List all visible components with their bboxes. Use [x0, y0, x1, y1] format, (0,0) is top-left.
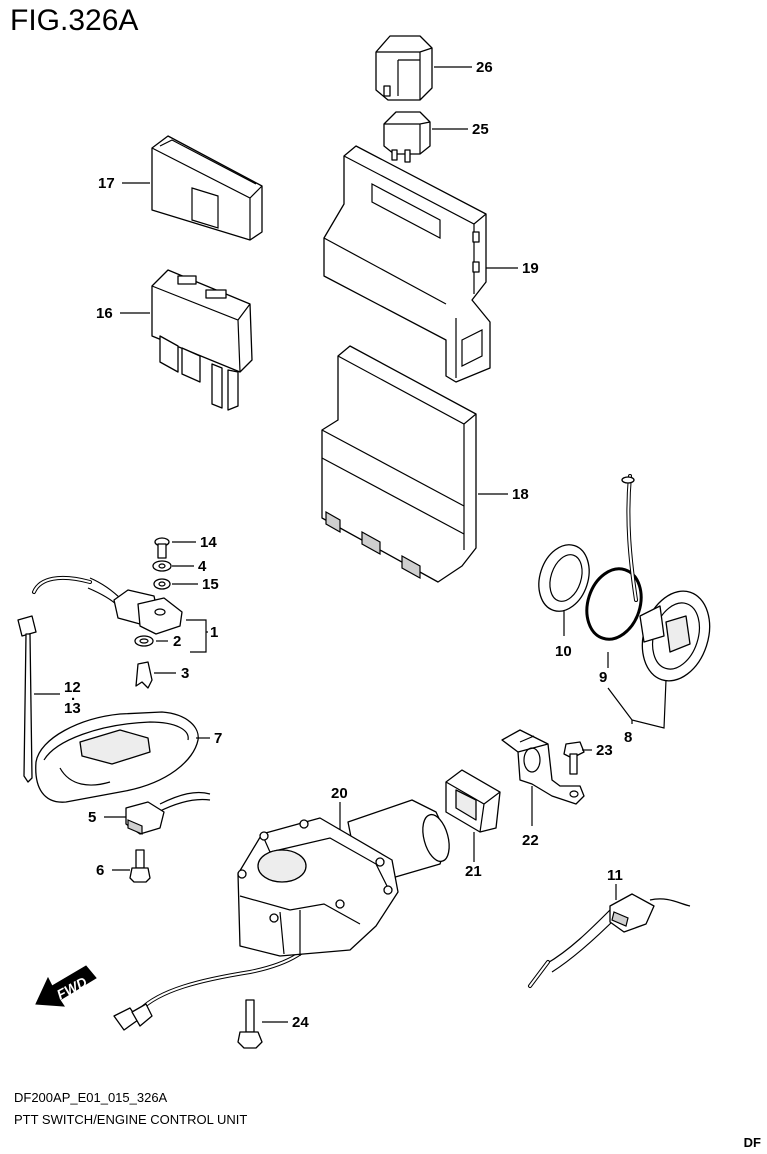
part-26-relay[interactable]: [375, 35, 433, 101]
part-9-o-ring[interactable]: [578, 562, 650, 647]
part-4-washer[interactable]: [152, 560, 172, 572]
part-25-relay[interactable]: [383, 111, 431, 163]
callout-11: 11: [607, 867, 623, 884]
callout-4: 4: [198, 558, 207, 575]
callout-dot: ·: [71, 691, 76, 708]
part-14-bolt[interactable]: [154, 537, 170, 559]
part-23-bolt[interactable]: [563, 741, 585, 775]
part-2-o-ring[interactable]: [134, 635, 154, 647]
part-22-bracket[interactable]: [501, 729, 585, 805]
part-16-junction-box[interactable]: [151, 269, 253, 411]
part-10-bezel[interactable]: [531, 538, 598, 618]
part-3-clip[interactable]: [135, 661, 153, 689]
callout-16: 16: [96, 305, 113, 322]
callout-22: 22: [522, 832, 539, 849]
figure-code: DF200AP_E01_015_326A: [14, 1090, 168, 1105]
part-15-washer[interactable]: [153, 578, 171, 590]
callout-20: 20: [331, 785, 348, 802]
part-17-cover[interactable]: [151, 135, 263, 241]
figure-title: FIG.326A: [10, 4, 139, 37]
callout-2: 2: [173, 633, 181, 650]
part-6-bolt[interactable]: [129, 849, 151, 883]
corner-text: DF: [743, 1135, 761, 1150]
callout-17: 17: [98, 175, 115, 192]
part-21-rubber-mount[interactable]: [445, 769, 501, 833]
callout-21: 21: [465, 863, 482, 880]
callout-5: 5: [88, 809, 96, 826]
callout-12: 12: [64, 679, 81, 696]
part-7-switch-holder[interactable]: [35, 711, 199, 803]
part-19-ecu-cover[interactable]: [323, 145, 491, 383]
figure-caption: PTT SWITCH/ENGINE CONTROL UNIT: [14, 1112, 248, 1127]
callout-14: 14: [200, 534, 217, 551]
part-11-harness[interactable]: [528, 893, 691, 988]
callout-19: 19: [522, 260, 539, 277]
callout-26: 26: [476, 59, 493, 76]
callout-15: 15: [202, 576, 219, 593]
callout-10: 10: [555, 643, 572, 660]
callout-24: 24: [292, 1014, 309, 1031]
callout-8: 8: [624, 729, 632, 746]
part-20-ptt-motor[interactable]: [113, 799, 454, 1031]
callout-23: 23: [596, 742, 613, 759]
part-8-socket[interactable]: [621, 474, 721, 690]
callout-13: 13: [64, 700, 81, 717]
callout-9: 9: [599, 669, 607, 686]
callout-6: 6: [96, 862, 104, 879]
part-12-13-cable-tie[interactable]: [17, 615, 37, 783]
callout-18: 18: [512, 486, 529, 503]
callout-7: 7: [214, 730, 222, 747]
part-1-ptt-switch[interactable]: [32, 575, 183, 635]
fwd-arrow-icon: FWD: [35, 965, 97, 1007]
part-24-bolt[interactable]: [237, 999, 263, 1049]
callout-3: 3: [181, 665, 189, 682]
callout-1: 1: [210, 624, 218, 641]
part-5-trim-sender[interactable]: [125, 791, 211, 835]
part-18-ecu[interactable]: [321, 345, 477, 583]
callout-25: 25: [472, 121, 489, 138]
